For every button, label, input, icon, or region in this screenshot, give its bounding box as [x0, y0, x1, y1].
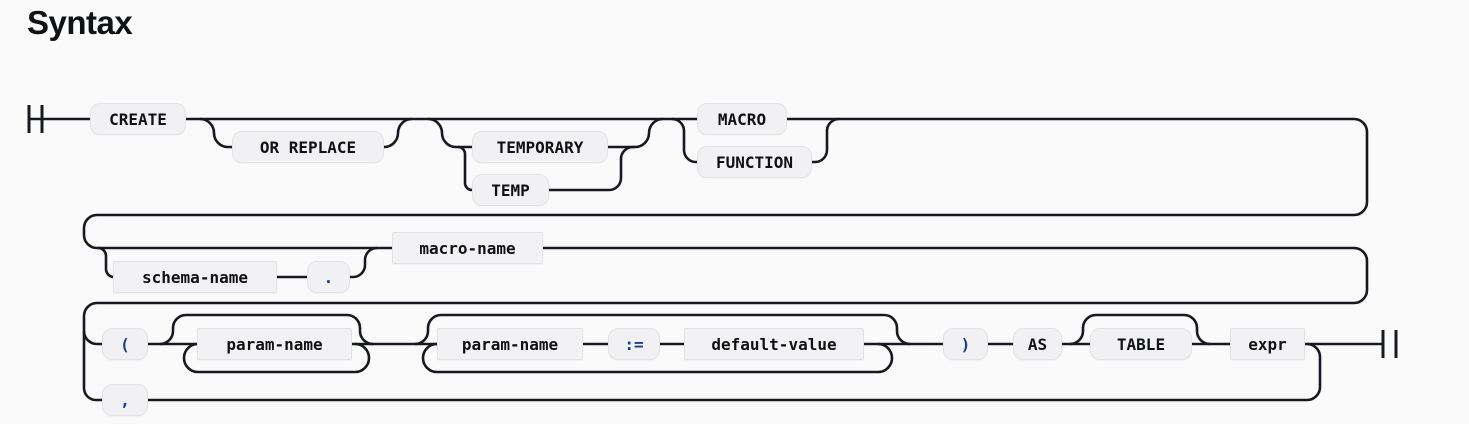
page-title: Syntax	[27, 4, 133, 41]
keyword-create: CREATE	[90, 103, 186, 135]
operator-comma: ,	[102, 384, 148, 416]
keyword-or-replace: OR REPLACE	[232, 131, 384, 163]
keyword-macro: MACRO	[697, 103, 787, 135]
operator-close-paren: )	[943, 328, 988, 360]
operator-open-paren: (	[102, 328, 148, 360]
keyword-temporary: TEMPORARY	[472, 131, 608, 163]
nonterminal-param-name: param-name	[197, 328, 352, 360]
nonterminal-default-value: default-value	[684, 328, 864, 360]
operator-dot: .	[307, 261, 350, 293]
keyword-temp: TEMP	[472, 174, 549, 206]
nonterminal-macro-name: macro-name	[392, 232, 543, 264]
nonterminal-param-name-2: param-name	[437, 328, 583, 360]
nonterminal-schema-name: schema-name	[113, 261, 277, 293]
nonterminal-expr: expr	[1230, 328, 1305, 360]
keyword-as: AS	[1013, 328, 1062, 360]
keyword-table: TABLE	[1090, 328, 1192, 360]
keyword-function: FUNCTION	[697, 146, 812, 178]
end-terminator	[1381, 330, 1398, 358]
operator-assign: :=	[608, 328, 660, 360]
